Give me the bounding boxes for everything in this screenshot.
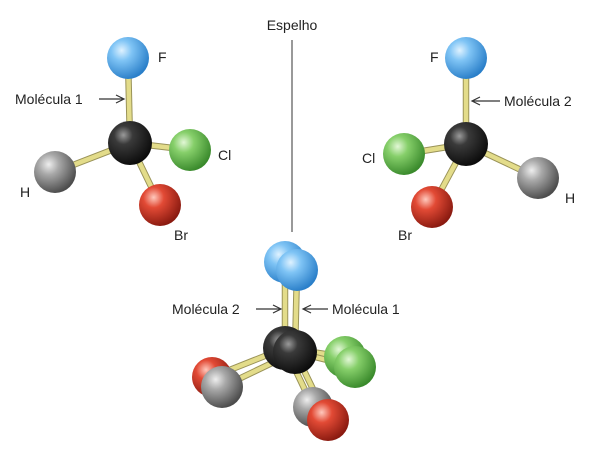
chlorine-atom (334, 346, 376, 388)
chlorine-atom (383, 133, 425, 175)
fluorine-label: F (430, 49, 439, 65)
bromine-label: Br (398, 227, 412, 243)
molecule-1-label: Molécula 1 (15, 91, 83, 107)
molecule-1-arrow (99, 94, 126, 104)
hydrogen-atom (517, 157, 559, 199)
superimposed-molecules: Molécula 2 Molécula 1 (172, 241, 400, 441)
hydrogen-label: H (20, 184, 30, 200)
fluorine-atom (107, 37, 149, 79)
hydrogen-atom (34, 151, 76, 193)
fluorine-atom (276, 249, 318, 291)
bromine-label: Br (174, 227, 188, 243)
molecule-2-label: Molécula 2 (504, 93, 572, 109)
carbon-atom (444, 122, 488, 166)
molecule-1: F Cl H Br Molécula 1 (15, 37, 231, 243)
chlorine-label: Cl (218, 147, 231, 163)
hydrogen-atom (201, 366, 243, 408)
molecule-1-arrow (301, 304, 328, 314)
molecule-2-label: Molécula 2 (172, 301, 240, 317)
bromine-atom (411, 186, 453, 228)
molecule-2-arrow (470, 96, 500, 106)
carbon-atom (273, 330, 317, 374)
hydrogen-label: H (565, 190, 575, 206)
molecule-2-arrow (256, 304, 283, 314)
bromine-atom (139, 184, 181, 226)
bromine-atom (307, 399, 349, 441)
carbon-atom (108, 121, 152, 165)
mirror-label: Espelho (267, 17, 318, 33)
fluorine-atom (445, 37, 487, 79)
fluorine-label: F (158, 49, 167, 65)
chlorine-label: Cl (362, 150, 375, 166)
molecule-1-label: Molécula 1 (332, 301, 400, 317)
chlorine-atom (169, 129, 211, 171)
molecule-2: F Cl H Br Molécula 2 (362, 37, 575, 243)
